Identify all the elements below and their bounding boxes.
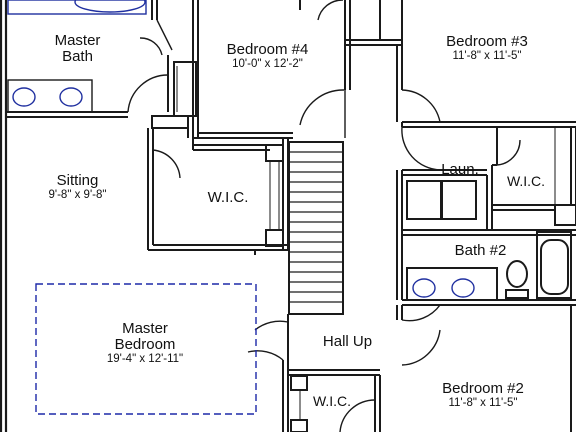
hall-label: Hall Up: [322, 333, 373, 350]
sitting-size: 9'-8" x 9'-8": [48, 188, 107, 201]
exterior-walls: [0, 0, 8, 432]
door-swings: [127, 0, 521, 432]
bedroom2-size: 11'-8" x 11'-5": [448, 396, 518, 409]
master-bedroom-label: Master Bedroom 19'-4" x 12'-11": [85, 321, 205, 365]
bedroom4-label: Bedroom #4 10'-0" x 12'-2": [205, 42, 330, 70]
sink-icon: [7, 0, 475, 298]
wic-bed2-label: W.I.C.: [312, 393, 352, 409]
bedroom4-size: 10'-0" x 12'-2": [232, 57, 303, 70]
laundry-label: Laun.: [441, 161, 479, 178]
master-vanity: [7, 79, 93, 113]
master-bath-name-line2: Bath: [62, 47, 93, 65]
master-bath-name-line1: Master: [54, 32, 101, 49]
sitting-label: Sitting 9'-8" x 9'-8": [30, 173, 125, 201]
closet-rods: [176, 66, 556, 420]
bedroom2-label: Bedroom #2 11'-8" x 11'-5": [418, 381, 548, 409]
bedroom4-name: Bedroom #4: [226, 41, 309, 58]
sitting-name: Sitting: [56, 172, 99, 189]
master-bath-label: Master Bath: [40, 33, 115, 65]
bedroom3-label: Bedroom #3 11'-8" x 11'-5": [422, 34, 552, 62]
bath2-label: Bath #2: [454, 242, 507, 259]
master-bedroom-name-line1: Master: [122, 320, 168, 337]
bedroom3-name: Bedroom #3: [446, 33, 528, 50]
stair-treads: [289, 151, 343, 303]
wic-master-label: W.I.C.: [207, 189, 249, 206]
wic-bed3-label: W.I.C.: [506, 173, 546, 189]
bed-outline: [35, 283, 257, 415]
master-bedroom-size: 19'-4" x 12'-11": [106, 352, 184, 365]
bedroom3-size: 11'-8" x 11'-5": [452, 49, 522, 62]
bedroom2-name: Bedroom #2: [442, 380, 524, 397]
master-bedroom-name-line2: Bedroom: [114, 335, 176, 353]
